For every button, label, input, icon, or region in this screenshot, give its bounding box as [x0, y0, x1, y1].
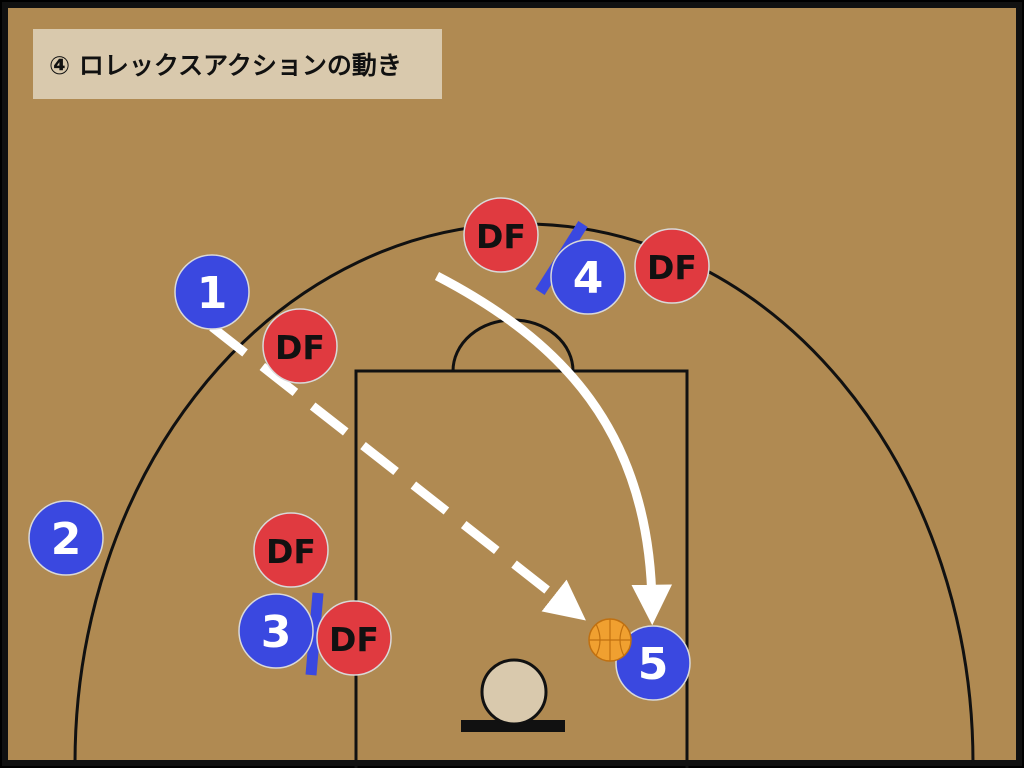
defender-label: DF — [476, 217, 526, 256]
cut-arrow-4-to-5 — [434, 272, 673, 626]
rim — [480, 658, 548, 726]
player-number: 2 — [51, 514, 82, 565]
defender-label: DF — [275, 328, 325, 367]
player-number: 4 — [573, 253, 604, 304]
screen-marker-3 — [305, 592, 324, 676]
defender-df-near-1: DF — [262, 308, 338, 384]
defender-df-right-4: DF — [634, 228, 710, 304]
player-number: 1 — [197, 268, 228, 319]
defender-df-left-4: DF — [463, 197, 539, 273]
player-number: 3 — [261, 607, 292, 658]
backboard — [461, 720, 565, 732]
diagram-title-box: ④ ロレックスアクションの動き — [33, 29, 442, 99]
player-number: 5 — [638, 639, 669, 690]
defender-label: DF — [647, 248, 697, 287]
defender-label: DF — [266, 532, 316, 571]
basketball-icon — [588, 618, 632, 662]
defender-label: DF — [329, 620, 379, 659]
offense-player-5: 5 — [615, 625, 691, 701]
paint-area — [354, 369, 689, 768]
defender-df-right-3: DF — [316, 600, 392, 676]
offense-player-3: 3 — [238, 593, 314, 669]
offense-player-2: 2 — [28, 500, 104, 576]
diagram-title: ④ ロレックスアクションの動き — [49, 51, 402, 80]
pass-arrow-1-to-5 — [209, 323, 586, 621]
offense-player-4: 4 — [550, 239, 626, 315]
defender-df-top-3: DF — [253, 512, 329, 588]
offense-player-1: 1 — [174, 254, 250, 330]
